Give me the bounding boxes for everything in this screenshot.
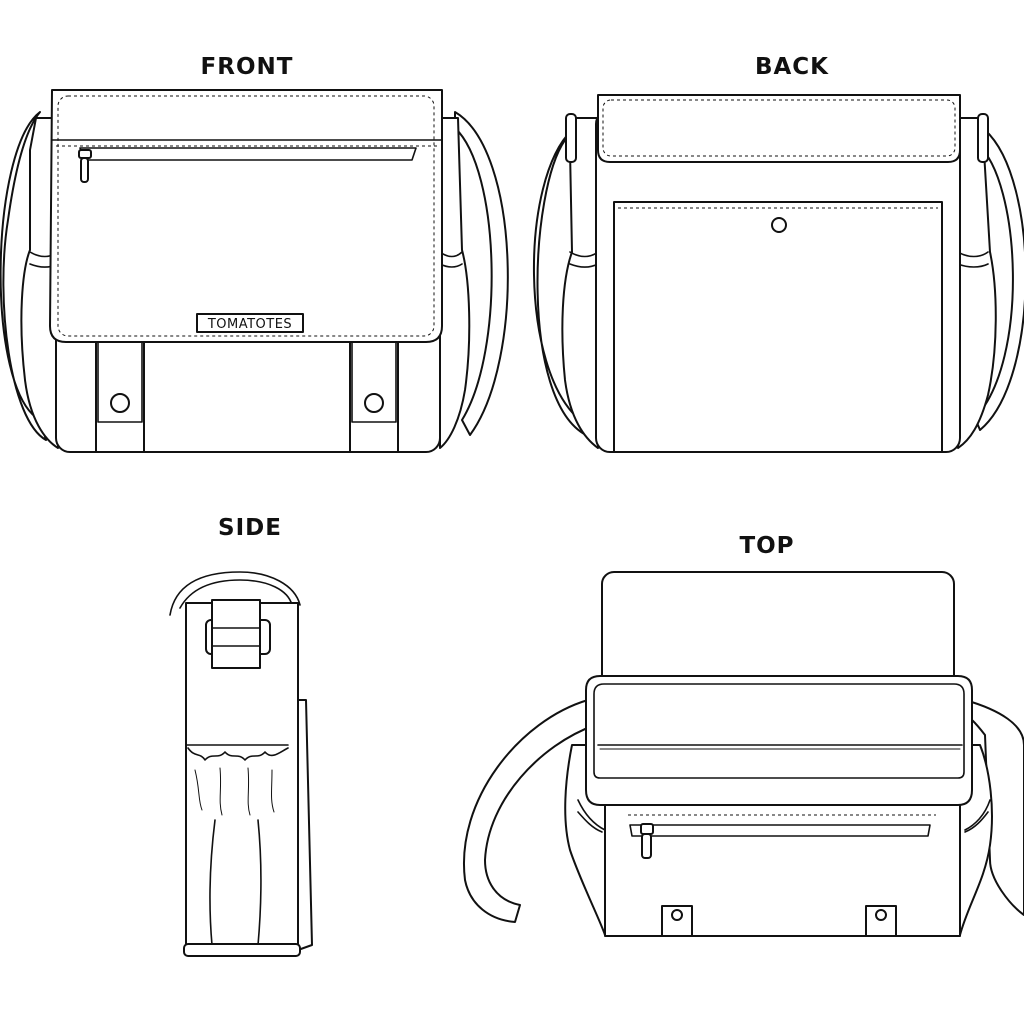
top-zipper-pull bbox=[641, 833, 652, 859]
back-view bbox=[532, 94, 1024, 453]
top-opening-rim bbox=[585, 675, 973, 806]
top-view bbox=[462, 571, 1024, 937]
side-elastic bbox=[187, 747, 289, 761]
front-gusset-right bbox=[439, 117, 471, 449]
top-front-panel bbox=[604, 789, 961, 937]
top-zipper bbox=[629, 824, 931, 837]
back-buckle-right bbox=[977, 113, 989, 163]
front-flap bbox=[49, 89, 443, 343]
top-strap-left bbox=[462, 699, 596, 923]
back-gusset-right bbox=[957, 117, 997, 449]
side-view-title: SIDE bbox=[218, 515, 282, 541]
front-zipper-pull bbox=[80, 157, 89, 183]
front-view: TOMATOTES bbox=[0, 89, 509, 453]
back-magnet-snap bbox=[771, 217, 787, 233]
front-brand-label bbox=[196, 313, 304, 333]
front-gusset-left bbox=[20, 117, 59, 449]
side-strap-arc bbox=[169, 571, 301, 616]
front-strap-right bbox=[454, 111, 509, 436]
back-gusset-left bbox=[561, 117, 599, 449]
back-buckle-left bbox=[565, 113, 577, 163]
front-brand-text: TOMATOTES bbox=[207, 317, 292, 332]
front-strap-left bbox=[0, 111, 47, 441]
top-snap-left bbox=[671, 909, 683, 921]
back-slip-pocket bbox=[613, 201, 943, 453]
front-snap-left bbox=[110, 393, 130, 413]
top-zipper-slider bbox=[640, 823, 654, 835]
top-opening-inner bbox=[593, 683, 965, 779]
side-strap bbox=[211, 599, 261, 669]
side-view bbox=[169, 571, 313, 957]
front-zipper-slider bbox=[78, 149, 92, 159]
back-view-title: BACK bbox=[754, 54, 830, 80]
front-snap-right bbox=[364, 393, 384, 413]
side-flap-edge bbox=[297, 699, 313, 951]
top-snap-right bbox=[875, 909, 887, 921]
front-view-title: FRONT bbox=[200, 54, 294, 80]
back-flap bbox=[597, 94, 961, 163]
top-view-title: TOP bbox=[739, 533, 795, 559]
